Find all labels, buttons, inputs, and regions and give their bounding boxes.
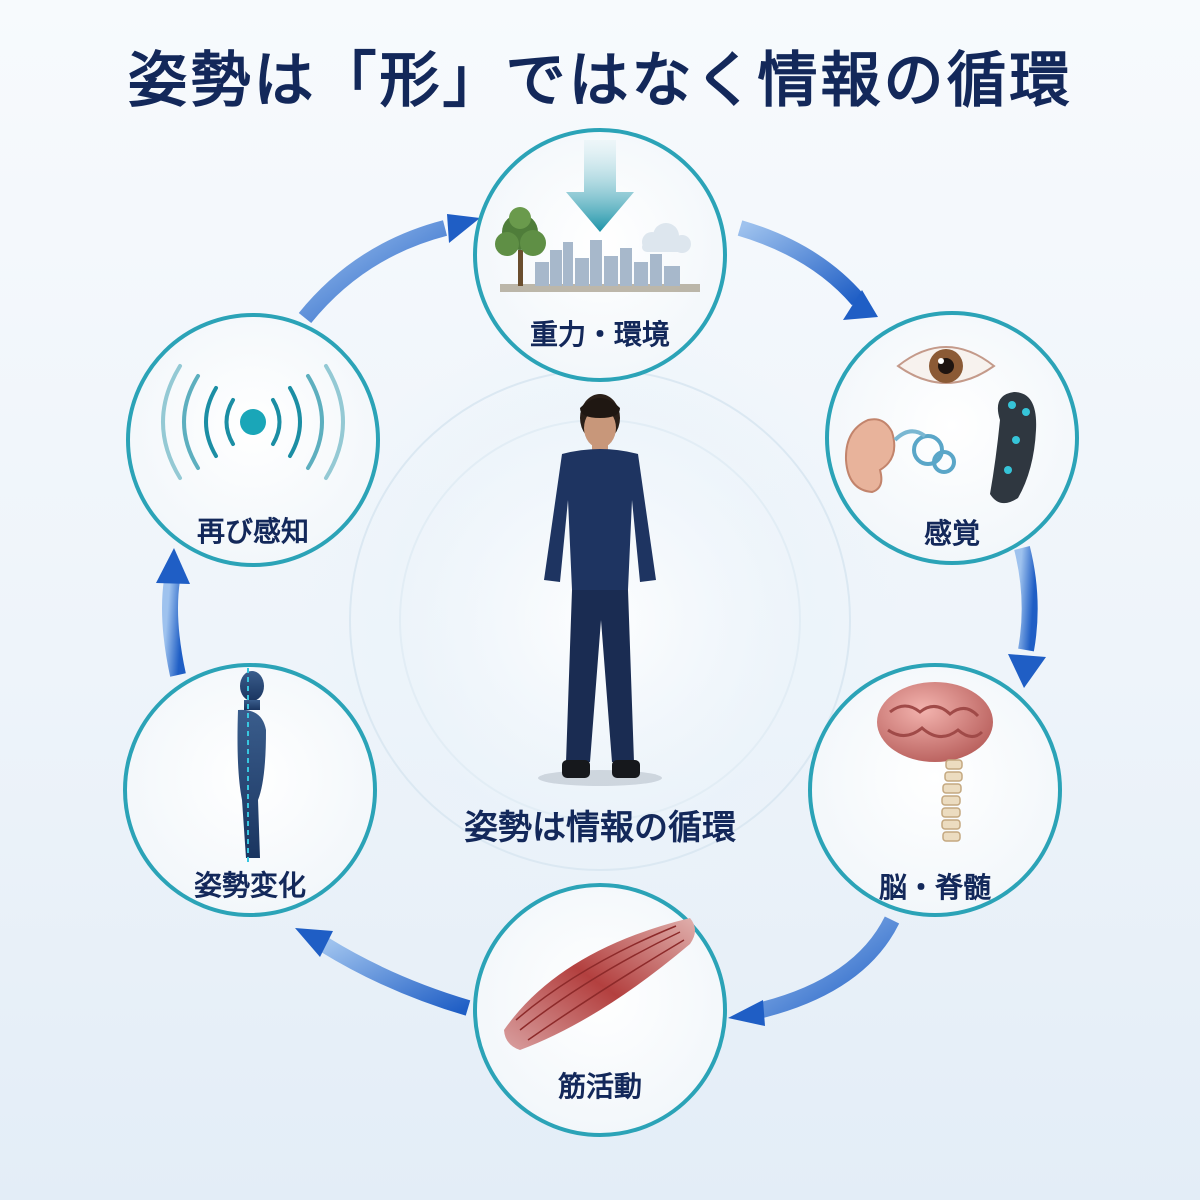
arrow-heads <box>156 214 1046 1026</box>
muscle-icon <box>504 918 695 1050</box>
node-brain-spinal-cord <box>808 663 1062 917</box>
arrow-resense-to-env <box>298 220 448 324</box>
spine-icon <box>941 759 963 842</box>
page-title: 姿勢は「形」ではなく情報の循環 <box>127 46 1073 116</box>
node-label-senses: 感覚 <box>923 517 980 550</box>
signal-waves-icon <box>161 364 345 480</box>
node-senses <box>825 311 1079 565</box>
tree-icon <box>495 207 546 286</box>
arrow-posture-to-resense <box>162 578 186 677</box>
ear-icon <box>844 418 956 494</box>
center-caption: 姿勢は情報の循環 <box>464 808 736 848</box>
standing-person-figure <box>538 394 662 786</box>
gravity-arrow-icon <box>566 140 634 232</box>
arrow-head <box>728 1000 765 1026</box>
node-gravity-environment <box>473 128 727 382</box>
arrow-head <box>447 214 480 243</box>
node-label-brain-spinal-cord: 脳・脊髄 <box>878 871 991 904</box>
arrow-head <box>295 928 333 957</box>
arrow-muscle-to-posture <box>320 938 471 1016</box>
ground <box>500 284 700 292</box>
arrow-sense-to-brain <box>1014 546 1038 652</box>
city-icon <box>535 240 680 286</box>
arrow-env-to-sense <box>737 220 865 306</box>
eye-icon <box>896 346 996 384</box>
node-label-gravity-environment: 重力・環境 <box>529 318 670 351</box>
body-silhouette-icon <box>237 671 266 858</box>
arrow-head <box>843 290 878 320</box>
foot-sensor-icon <box>990 392 1037 504</box>
cycle-arrows <box>162 220 1038 1018</box>
node-sensing-again <box>126 313 380 567</box>
arrow-head <box>1008 654 1046 688</box>
node-posture-change <box>123 663 377 917</box>
cloud-icon <box>642 223 691 253</box>
node-label-muscle-activity: 筋活動 <box>557 1070 642 1103</box>
brain-icon <box>877 682 993 762</box>
node-label-posture-change: 姿勢変化 <box>193 869 306 902</box>
node-muscle-activity <box>473 883 727 1137</box>
arrow-head <box>156 548 190 584</box>
arrow-brain-to-muscle <box>760 916 900 1018</box>
sensor-dot <box>240 409 266 435</box>
node-label-sensing-again: 再び感知 <box>196 515 309 548</box>
